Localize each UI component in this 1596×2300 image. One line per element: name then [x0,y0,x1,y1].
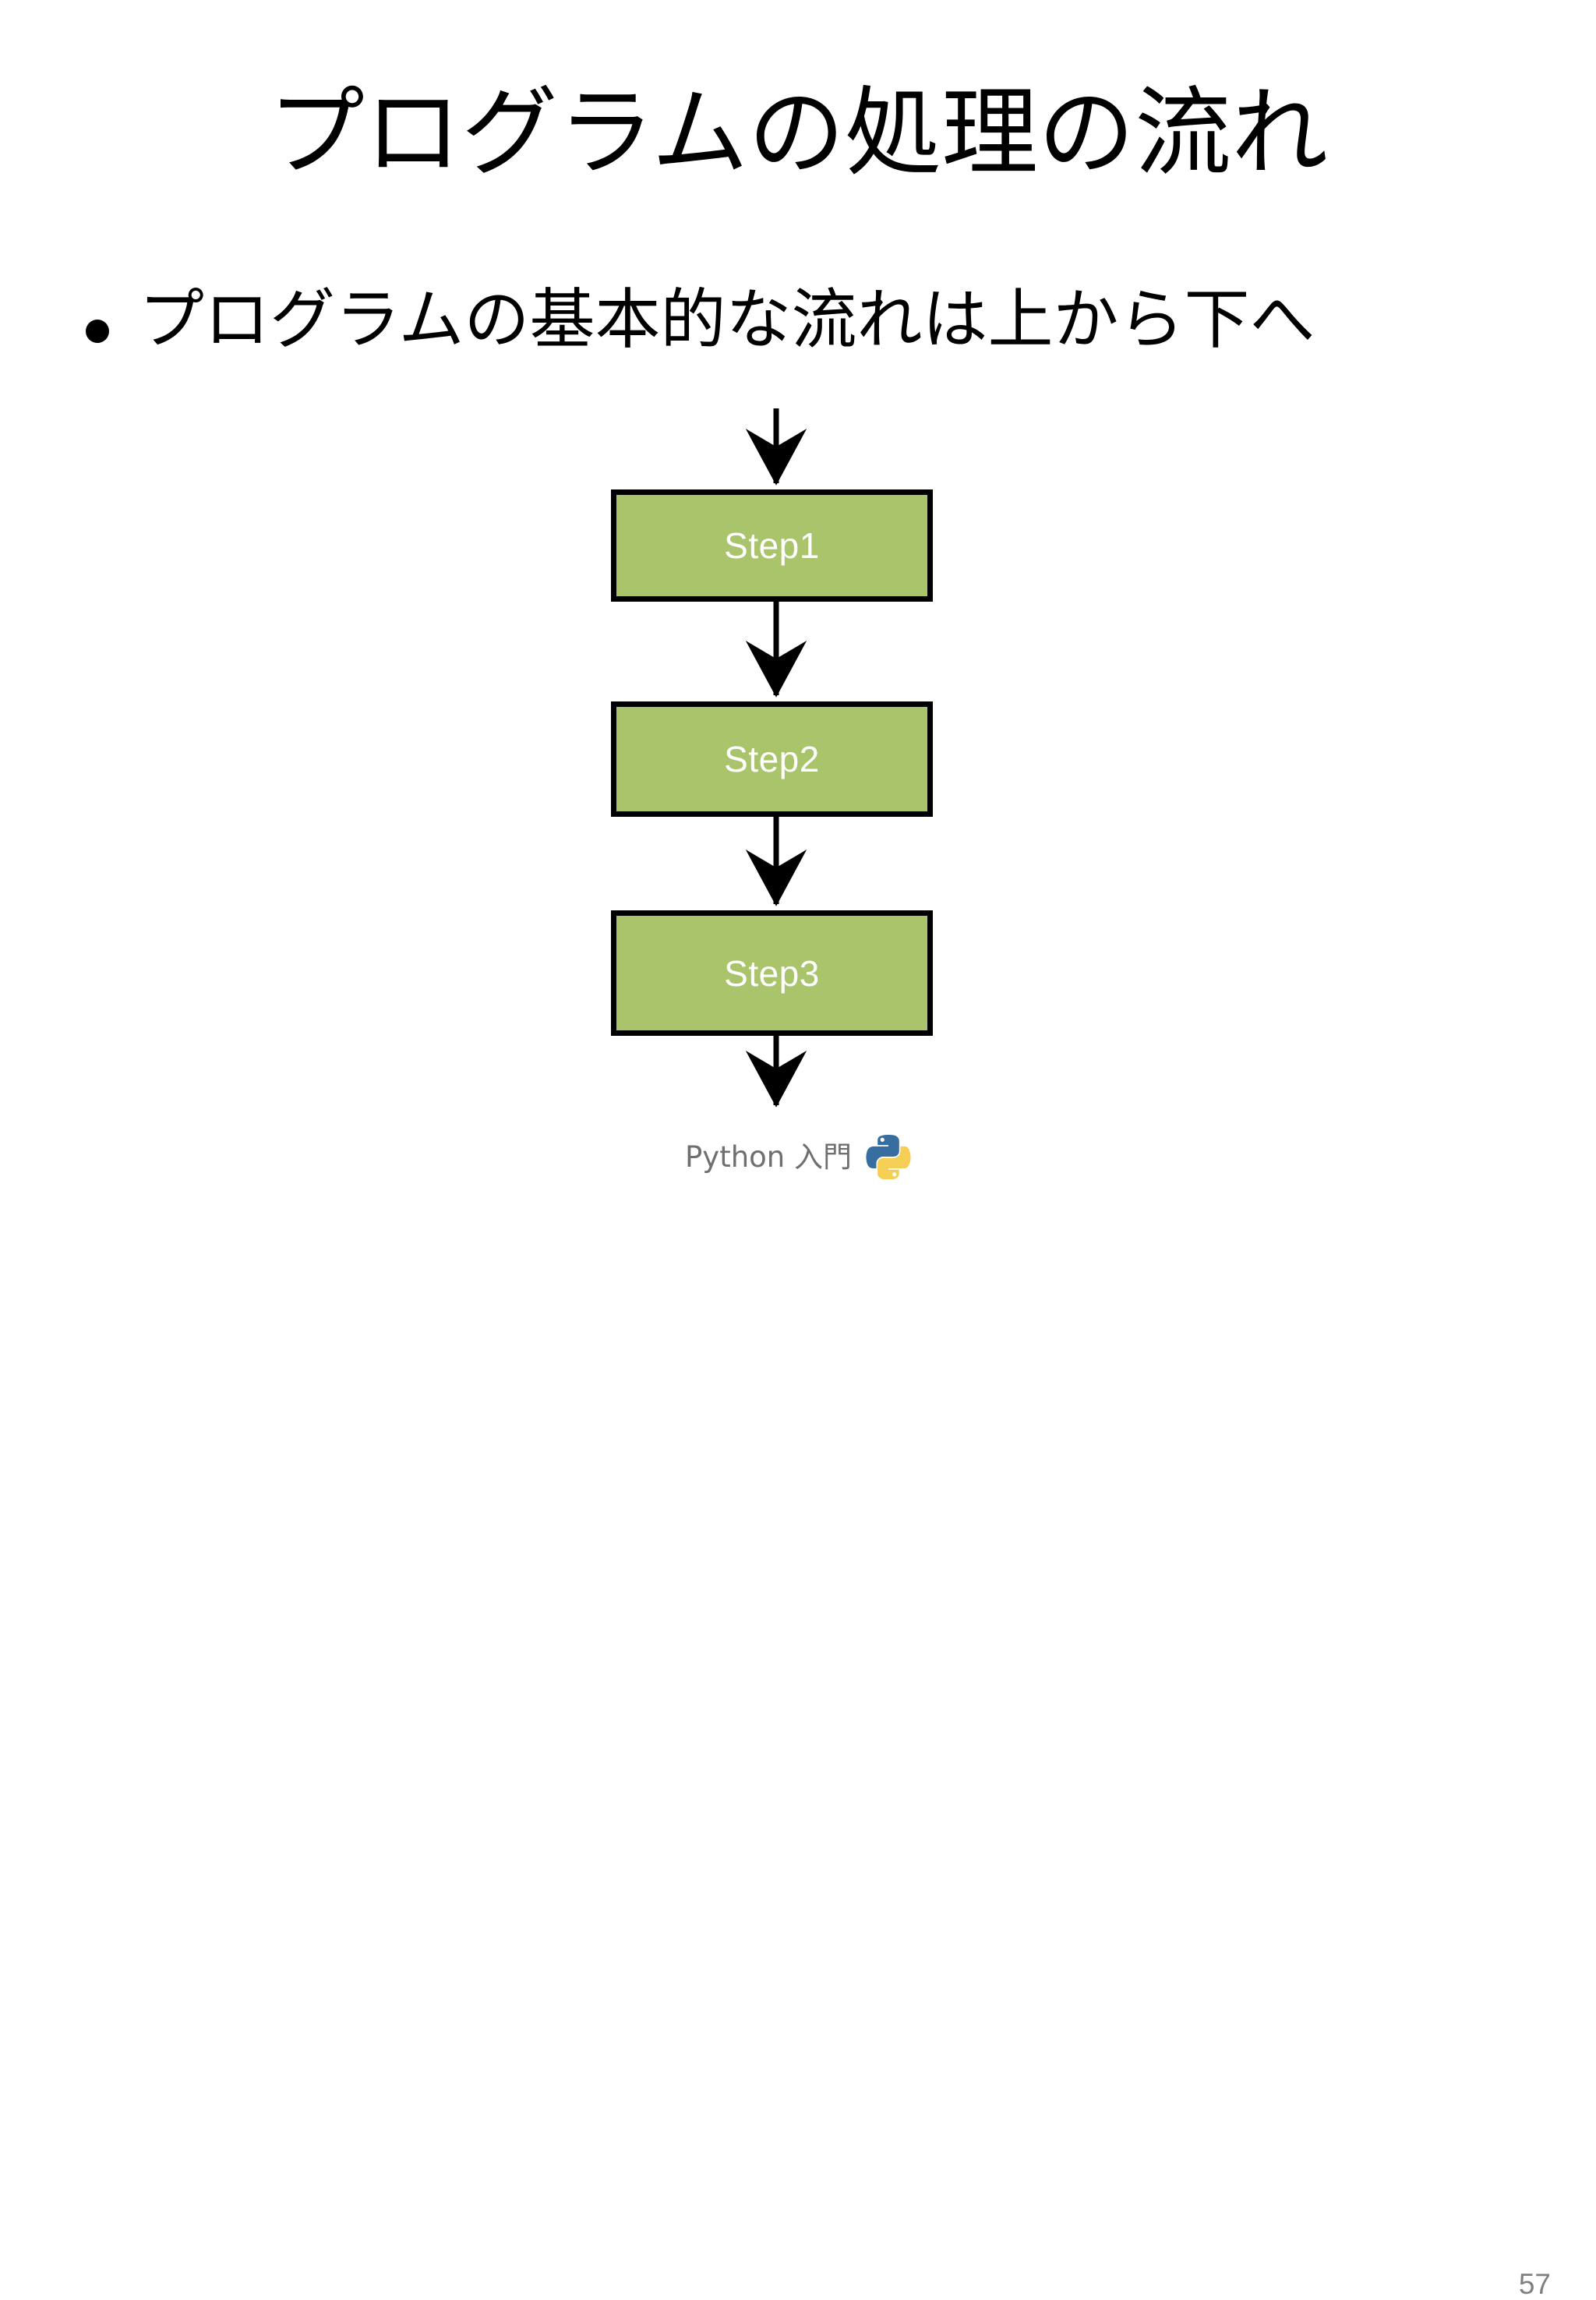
slide: プログラムの処理の流れ プログラムの基本的な流れは上から下へ [0,77,1596,2298]
flowchart-node-label: Step3 [724,952,820,994]
bullet-item-text: プログラムの基本的な流れは上から下へ [139,281,1315,358]
bullet-list: プログラムの基本的な流れは上から下へ [86,279,1551,361]
flowchart-node-step1[interactable]: Step1 [611,489,933,602]
page-number: 57 [1518,2268,1551,2300]
flowchart-node-step2[interactable]: Step2 [611,701,933,817]
footer-label: Python 入門 [684,1139,853,1174]
page-title: プログラムの処理の流れ [267,77,1329,189]
bullet-marker-icon [86,320,109,343]
footer-brand: Python 入門 [685,1134,911,1179]
slide-footer: Python 入門 57 [0,1134,1596,2298]
flowchart-node-label: Step1 [724,525,820,566]
flowchart-node-step3[interactable]: Step3 [611,910,933,1036]
flowchart-node-label: Step2 [724,739,820,779]
python-logo-icon [866,1134,911,1179]
